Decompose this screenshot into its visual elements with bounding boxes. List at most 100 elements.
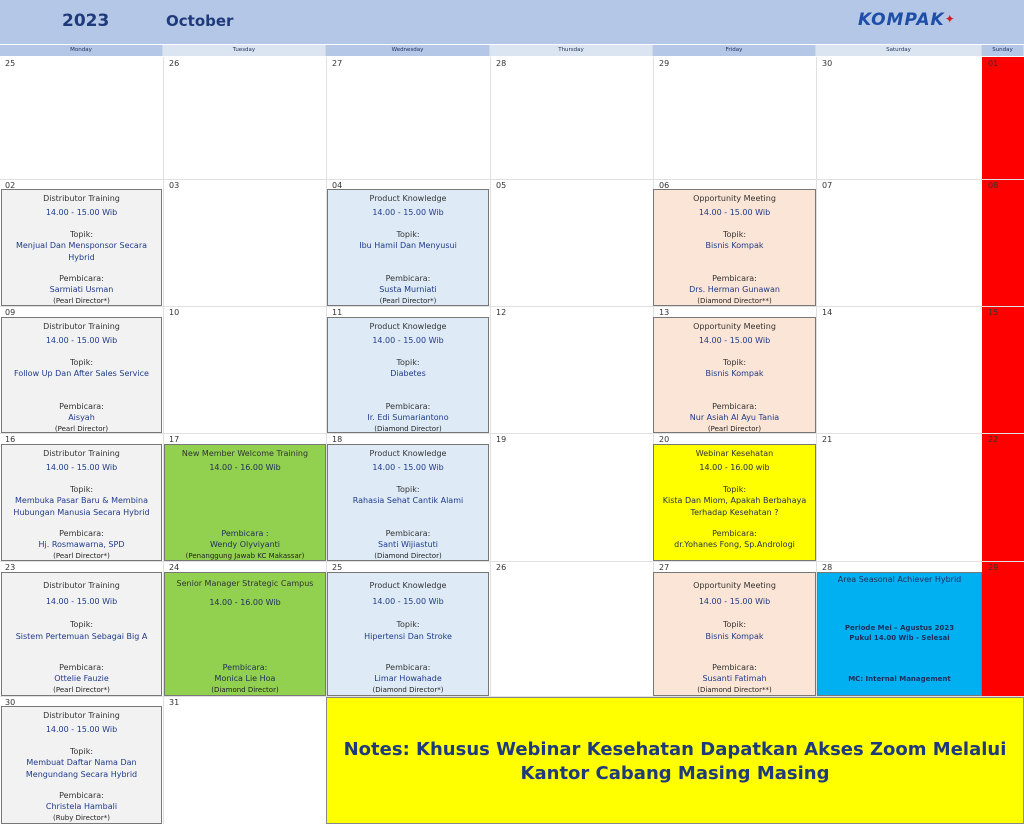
day-number: 24 <box>169 563 180 572</box>
day-number: 23 <box>5 563 16 572</box>
event-title: Area Seasonal Achiever Hybrid <box>837 575 962 584</box>
event-speaker: Susta Murniati <box>379 285 437 294</box>
day-number: 11 <box>332 308 343 317</box>
event-title: New Member Welcome Training <box>181 449 309 458</box>
event-time: 14.00 - 15.00 Wib <box>45 597 118 606</box>
event-topic: Membuat Daftar Nama Dan Mengundang Secar… <box>25 758 138 779</box>
day-number: 06 <box>659 181 670 190</box>
speaker-label: Pembicara: <box>385 402 431 411</box>
event-title: Distributor Training <box>43 449 120 458</box>
speaker-rank: (Pearl Director*) <box>53 552 110 560</box>
event-distributor-training[interactable]: Distributor Training 14.00 - 15.00 Wib T… <box>1 572 162 696</box>
day-number: 17 <box>169 435 180 444</box>
day-number: 31 <box>169 698 180 707</box>
sunday-cell <box>982 180 1024 306</box>
event-title: Product Knowledge <box>369 322 447 331</box>
event-time: 14.00 - 16.00 wib <box>699 463 770 472</box>
logo-star-icon: ✦ <box>944 12 956 26</box>
event-speaker: Santi Wijiastuti <box>378 540 438 549</box>
event-topic: Hipertensi Dan Stroke <box>364 632 452 641</box>
event-senior-manager-strategic-campus[interactable]: Senior Manager Strategic Campus 14.00 - … <box>164 572 326 696</box>
event-distributor-training[interactable]: Distributor Training 14.00 - 15.00 Wib T… <box>1 444 162 561</box>
sunday-cell <box>982 57 1024 179</box>
day-number: 28 <box>822 563 833 572</box>
event-opportunity-meeting[interactable]: Opportunity Meeting 14.00 - 15.00 Wib To… <box>653 572 816 696</box>
speaker-label: Pembicara: <box>712 274 757 283</box>
event-speaker: Hj. Rosmawarna, SPD <box>38 540 125 549</box>
event-topic: Diabetes <box>390 369 426 378</box>
day-number: 08 <box>988 181 999 190</box>
day-number: 02 <box>5 181 16 190</box>
event-distributor-training[interactable]: Distributor Training 14.00 - 15.00 Wib T… <box>1 706 162 824</box>
speaker-rank: (Ruby Director*) <box>53 814 110 822</box>
event-time: 14.00 - 15.00 Wib <box>698 597 771 606</box>
event-opportunity-meeting[interactable]: Opportunity Meeting 14.00 - 15.00 Wib To… <box>653 189 816 306</box>
kompak-logo: KOMPAK✦ <box>858 10 956 30</box>
speaker-rank: (Pearl Director) <box>707 425 762 433</box>
weekday-row: Monday Tuesday Wednesday Thursday Friday… <box>0 45 1024 56</box>
day-number: 19 <box>496 435 507 444</box>
day-number: 25 <box>5 59 16 68</box>
event-speaker: Christela Hambali <box>45 802 118 811</box>
day-number: 07 <box>822 181 833 190</box>
event-speaker: Sarmiati Usman <box>49 285 114 294</box>
day-number: 16 <box>5 435 16 444</box>
event-area-seasonal-achiever[interactable]: Area Seasonal Achiever Hybrid Periode Me… <box>817 572 982 696</box>
event-topic: Bisnis Kompak <box>705 369 764 378</box>
speaker-rank: (Pearl Director*) <box>379 297 437 305</box>
day-number: 13 <box>659 308 670 317</box>
topic-label: Topik: <box>69 485 94 494</box>
sunday-cell <box>982 307 1024 433</box>
event-title: Product Knowledge <box>369 194 447 203</box>
event-title: Webinar Kesehatan <box>695 449 774 458</box>
topic-label: Topik: <box>396 358 420 367</box>
event-time: 14.00 - 15.00 Wib <box>372 208 444 217</box>
event-topic: Follow Up Dan After Sales Service <box>14 369 149 378</box>
speaker-rank: (Diamond Director) <box>374 425 442 433</box>
event-speaker: Ottelie Fauzie <box>54 674 109 683</box>
weekday-sunday: Sunday <box>982 45 1024 56</box>
weekday-saturday: Saturday <box>816 45 982 56</box>
speaker-rank: (Penanggung Jawab KC Makassar) <box>185 552 305 560</box>
speaker-label: Pembicara: <box>385 663 431 672</box>
event-title: Senior Manager Strategic Campus <box>176 579 314 588</box>
speaker-rank: (Pearl Director) <box>54 425 109 433</box>
calendar-header: 2023 October KOMPAK✦ <box>0 0 1024 44</box>
day-number: 18 <box>332 435 343 444</box>
event-distributor-training[interactable]: Distributor Training 14.00 - 15.00 Wib T… <box>1 317 162 433</box>
event-product-knowledge[interactable]: Product Knowledge 14.00 - 15.00 Wib Topi… <box>327 189 489 306</box>
topic-label: Topik: <box>69 620 94 629</box>
event-title: Distributor Training <box>43 711 120 720</box>
event-topic: Sistem Pertemuan Sebagai Big A <box>15 632 148 641</box>
day-number: 21 <box>822 435 833 444</box>
event-speaker: Ir. Edi Sumariantono <box>367 413 449 422</box>
event-topic: Membuka Pasar Baru & Membina Hubungan Ma… <box>13 496 150 517</box>
event-new-member-welcome-training[interactable]: New Member Welcome Training 14.00 - 16.0… <box>164 444 326 561</box>
event-distributor-training[interactable]: Distributor Training 14.00 - 15.00 Wib T… <box>1 189 162 306</box>
event-opportunity-meeting[interactable]: Opportunity Meeting 14.00 - 15.00 Wib To… <box>653 317 816 433</box>
event-speaker: Wendy Olyviyanti <box>209 540 281 549</box>
speaker-label: Pembicara: <box>222 663 268 672</box>
event-title: Distributor Training <box>43 322 120 331</box>
event-product-knowledge[interactable]: Product Knowledge 14.00 - 15.00 Wib Topi… <box>327 317 489 433</box>
topic-label: Topik: <box>396 620 420 629</box>
weekday-friday: Friday <box>653 45 816 56</box>
event-mc: MC: Internal Management <box>848 675 951 683</box>
event-speaker: dr.Yohanes Fong, Sp.Andrologi <box>674 540 795 549</box>
event-title: Product Knowledge <box>369 449 447 458</box>
weekday-thursday: Thursday <box>490 45 653 56</box>
day-number: 30 <box>5 698 16 707</box>
topic-label: Topik: <box>722 358 747 367</box>
event-webinar-kesehatan[interactable]: Webinar Kesehatan 14.00 - 16.00 wib Topi… <box>653 444 816 561</box>
event-product-knowledge[interactable]: Product Knowledge 14.00 - 15.00 Wib Topi… <box>327 444 489 561</box>
event-time: 14.00 - 15.00 Wib <box>372 597 444 606</box>
day-number: 27 <box>332 59 343 68</box>
grid-line <box>816 57 817 697</box>
speaker-rank: (Diamond Director) <box>374 552 442 560</box>
weekday-monday: Monday <box>0 45 163 56</box>
event-title: Distributor Training <box>43 581 120 590</box>
speaker-rank: (Diamond Director*) <box>372 686 444 694</box>
event-product-knowledge[interactable]: Product Knowledge 14.00 - 15.00 Wib Topi… <box>327 572 489 696</box>
event-topic: Ibu Hamil Dan Menyusui <box>359 241 457 250</box>
event-topic: Bisnis Kompak <box>705 241 764 250</box>
